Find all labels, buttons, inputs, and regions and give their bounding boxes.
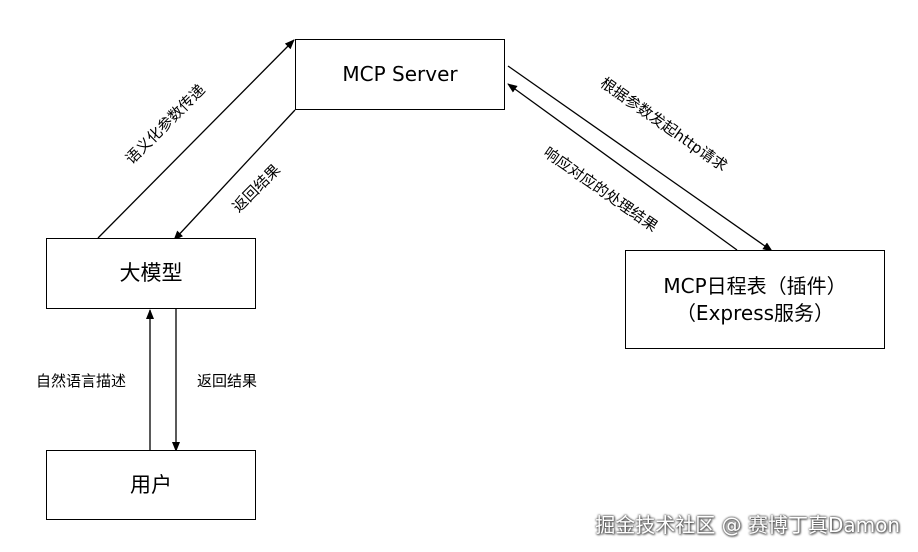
scheduler-node: MCP日程表（插件） （Express服务） xyxy=(625,250,885,349)
user-label: 用户 xyxy=(130,472,172,497)
arrow-llm-to-server xyxy=(97,39,295,239)
user-node: 用户 xyxy=(46,450,256,520)
watermark: 掘金技术社区 @ 赛博丁真Damon xyxy=(595,513,900,537)
edge-label-llm-to-user: 返回结果 xyxy=(197,372,258,390)
edge-label-user-to-llm: 自然语言描述 xyxy=(36,372,127,390)
arrow-scheduler-to-server xyxy=(507,83,738,251)
scheduler-label-line1: MCP日程表（插件） xyxy=(663,273,847,298)
llm-node: 大模型 xyxy=(46,238,256,309)
arrow-server-to-scheduler xyxy=(507,65,773,252)
mcp-server-label: MCP Server xyxy=(342,62,458,86)
mcp-server-node: MCP Server xyxy=(295,39,505,110)
llm-label: 大模型 xyxy=(119,261,183,286)
arrow-server-to-llm xyxy=(173,109,296,241)
scheduler-label-line2: （Express服务） xyxy=(675,300,835,325)
